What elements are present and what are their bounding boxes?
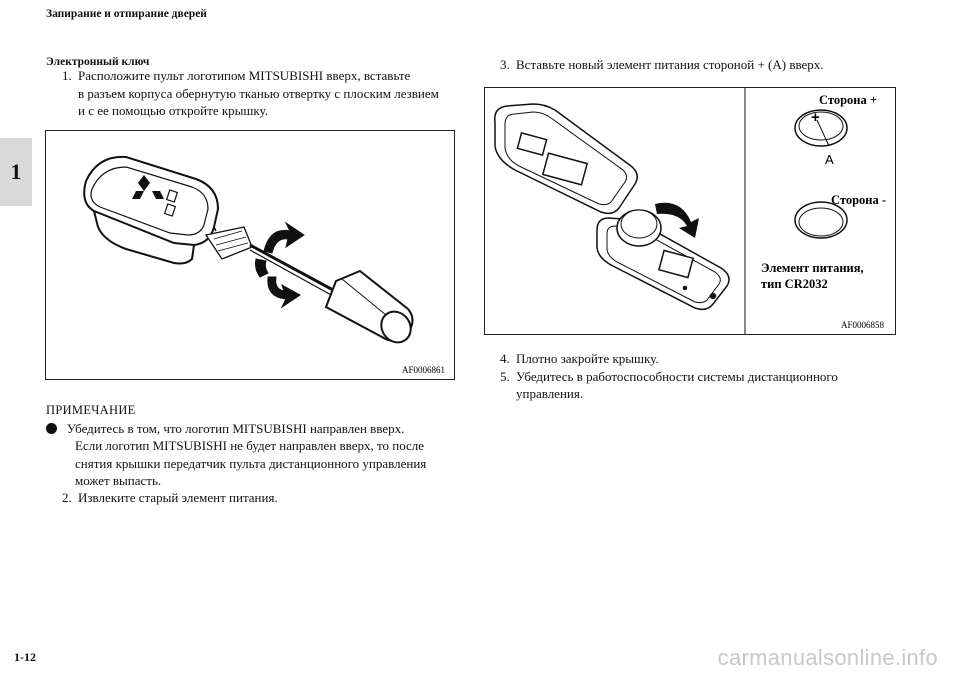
- screwdriver-graphic: [249, 243, 414, 344]
- step-2: 2. Извлеките старый элемент питания.: [62, 489, 278, 507]
- note-line-1: Убедитесь в том, что логотип MITSUBISHI …: [66, 420, 405, 436]
- battery-insert-illustration: + A Сторона + Сторона - Элемент питания,…: [494, 88, 886, 334]
- battery-minus-side-graphic: [794, 201, 848, 239]
- figure-2-code: AF0006858: [841, 320, 885, 330]
- step-2-text: Извлеките старый элемент питания.: [78, 490, 278, 505]
- mitsubishi-logo-icon: [132, 175, 164, 199]
- step-1-line-1: Расположите пульт логотипом MITSUBISHI в…: [78, 68, 411, 83]
- chapter-number: 1: [10, 159, 22, 184]
- step-5: 5. Убедитесь в работоспособности системы …: [500, 368, 920, 386]
- step-4-text: Плотно закройте крышку.: [516, 351, 659, 366]
- key-fob-graphic: [83, 155, 220, 265]
- battery-type-line-1: Элемент питания,: [761, 261, 864, 275]
- figure-insert-battery: + A Сторона + Сторона - Элемент питания,…: [484, 87, 896, 335]
- side-plus-label: Сторона +: [819, 93, 877, 107]
- note-line-2: Если логотип MITSUBISHI не будет направл…: [75, 438, 425, 453]
- chapter-tab: 1: [0, 138, 32, 206]
- watermark: carmanualsonline.info: [717, 645, 938, 670]
- step-3-number: 3.: [500, 57, 510, 72]
- bullet-icon: [46, 422, 57, 434]
- figure-1-code: AF0006861: [402, 365, 445, 375]
- step-5-line-1: Убедитесь в работоспособности системы ди…: [516, 368, 838, 384]
- step-3: 3. Вставьте новый элемент питания стороно…: [500, 56, 824, 74]
- key-cover-graphic: [494, 103, 638, 215]
- battery-type-line-2: тип CR2032: [761, 277, 828, 291]
- insert-arrow-icon: [655, 202, 699, 238]
- plus-sign: +: [811, 109, 820, 126]
- coin-battery-graphic: [616, 209, 662, 247]
- step-3-text: Вставьте новый элемент питания стороной …: [516, 57, 824, 72]
- note-block: ПРИМЕЧАНИЕ Убедитесь в том, что логотип …: [46, 402, 456, 490]
- section-title: Электронный ключ: [46, 56, 150, 68]
- figure-open-key-cover: AF0006861: [45, 130, 455, 380]
- side-minus-label: Сторона -: [831, 193, 886, 207]
- marker-a: A: [825, 152, 834, 167]
- step-5-number: 5.: [500, 368, 510, 384]
- page-number: 1-12: [14, 650, 36, 664]
- running-header: Запирание и отпирание дверей: [46, 8, 207, 20]
- step-5-line-2: управления.: [516, 386, 584, 401]
- battery-plus-side-graphic: + A: [794, 109, 848, 167]
- note-line-4: может выпасть.: [75, 473, 162, 488]
- step-1-number: 1.: [62, 68, 72, 83]
- steps-4-5: 4. Плотно закройте крышку. 5. Убедитесь в …: [500, 350, 920, 403]
- note-heading: ПРИМЕЧАНИЕ: [46, 403, 136, 417]
- step-1-line-2: в разъем корпуса обернутую тканью отверт…: [78, 85, 439, 101]
- step-2-number: 2.: [62, 490, 72, 505]
- note-line-3: снятия крышки передатчик пульта дистанци…: [75, 455, 427, 471]
- cloth-wrap-graphic: [204, 226, 253, 260]
- step-1-line-3: и с ее помощью откройте крышку.: [78, 103, 268, 118]
- step-1: 1. Расположите пульт логотипом MITSUBISHI…: [62, 67, 462, 120]
- key-screwdriver-illustration: AF0006861: [83, 155, 445, 375]
- rotate-arrow-icon: [255, 221, 305, 309]
- step-4-number: 4.: [500, 351, 510, 366]
- step-4: 4. Плотно закройте крышку.: [500, 350, 920, 368]
